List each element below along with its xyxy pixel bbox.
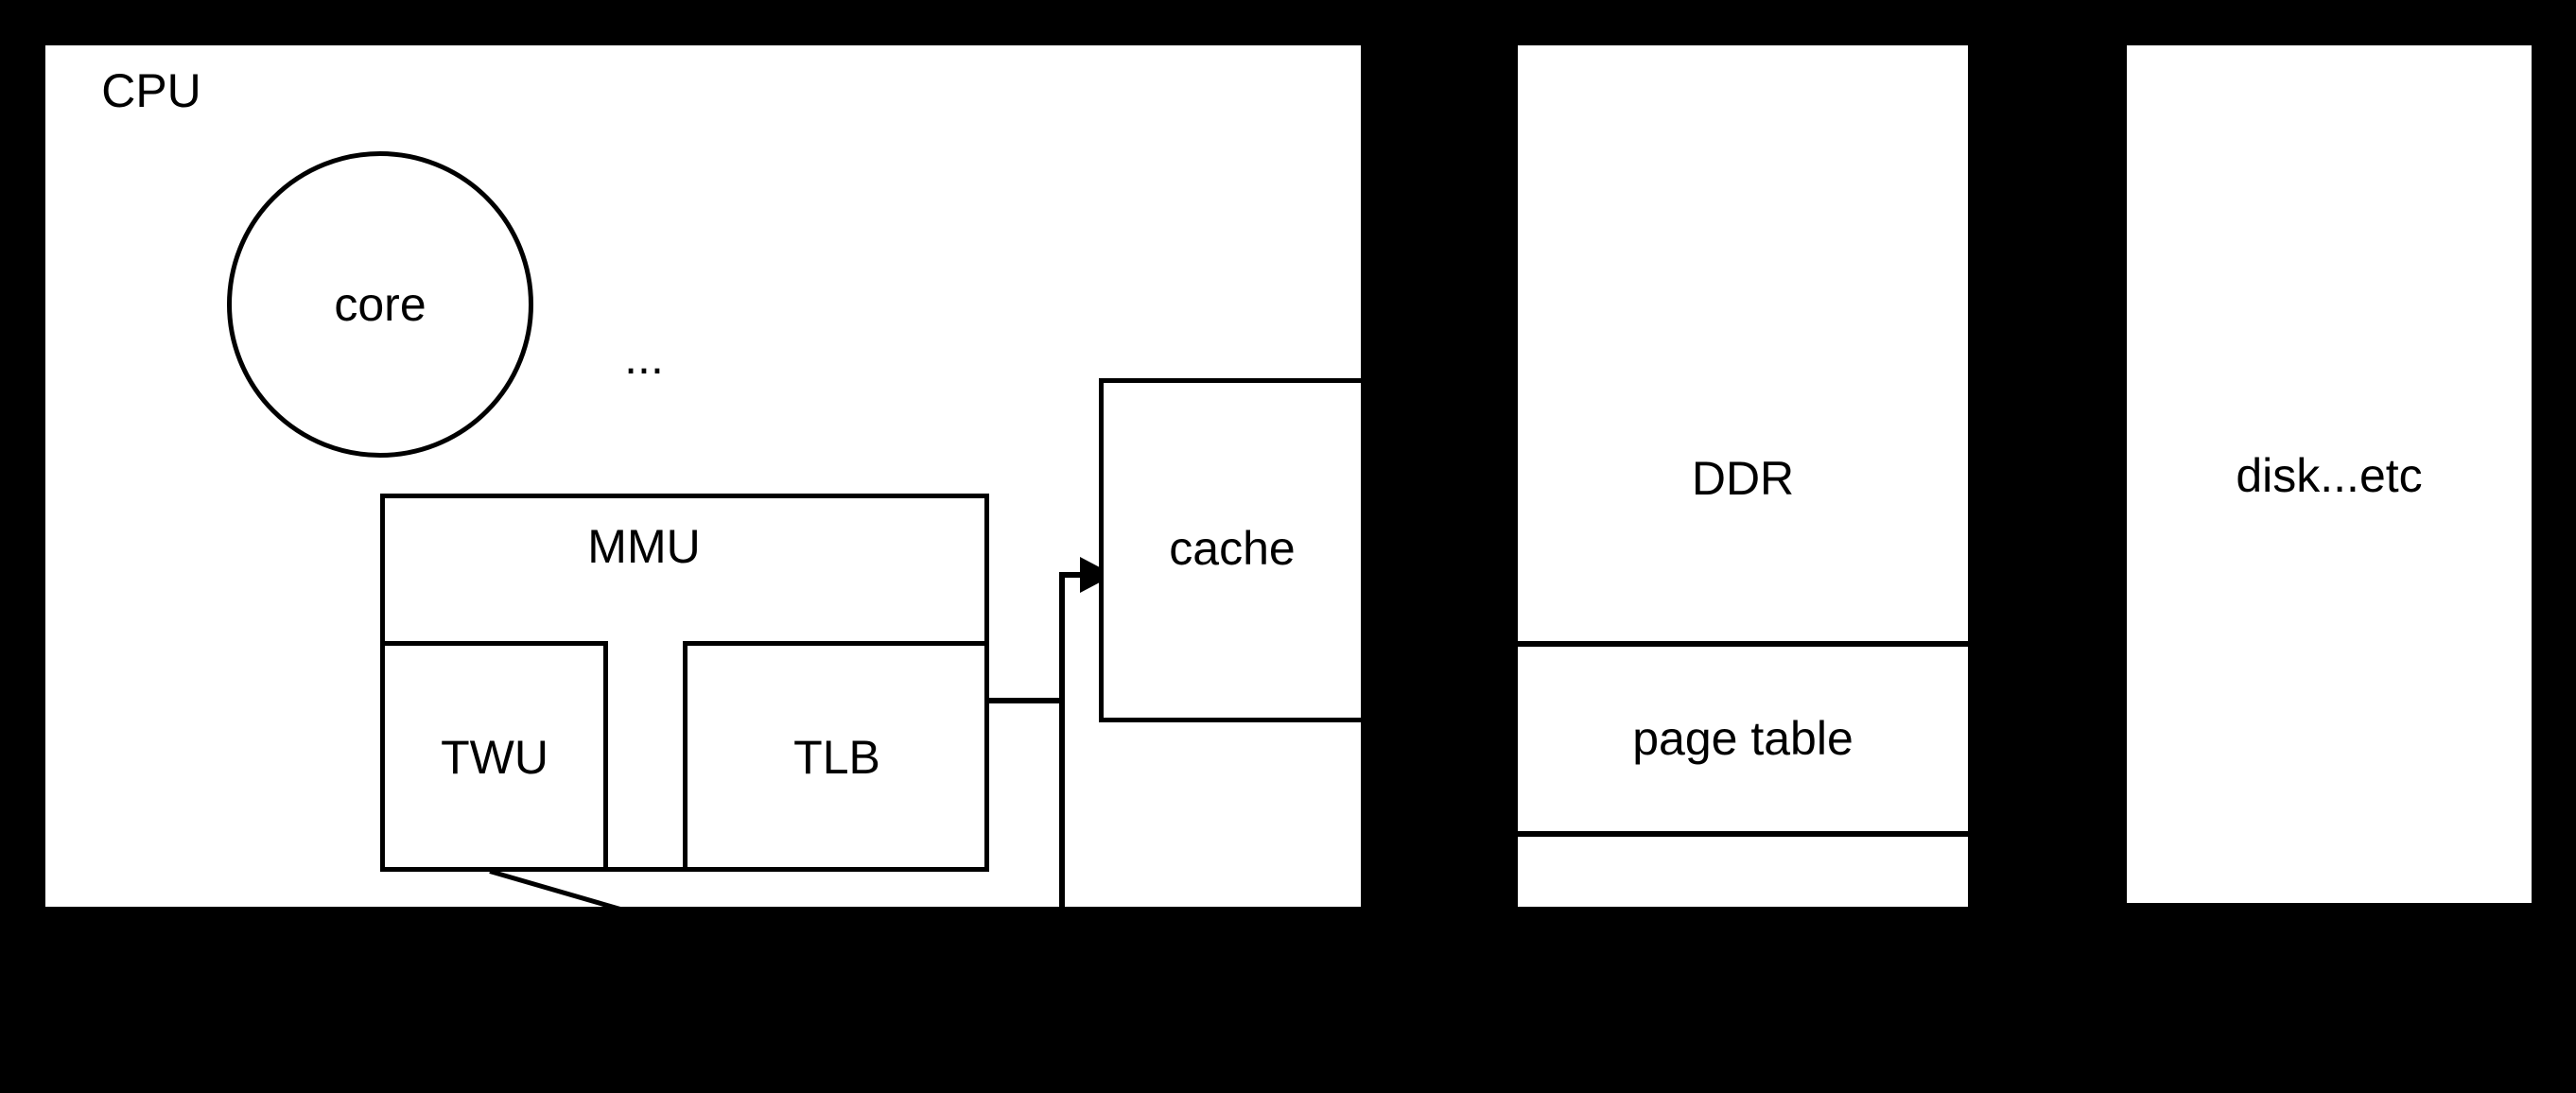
ddr-box (1513, 41, 1973, 911)
core-label: core (334, 278, 426, 331)
cache-box (1099, 378, 1366, 722)
disk-label: disk...etc (2236, 449, 2423, 502)
tlb-to-cache-connector-horizontal (989, 698, 1065, 703)
ddr-label: DDR (1691, 452, 1795, 505)
twu-label: TWU (441, 731, 548, 784)
twu-box (380, 641, 608, 872)
mmu-label: MMU (587, 520, 701, 573)
cache-connector-vertical-line (1059, 572, 1065, 908)
cache-arrow-shaft (1059, 572, 1084, 578)
tlb-label: TLB (793, 731, 880, 784)
core-circle (227, 151, 533, 458)
tlb-box (683, 641, 989, 872)
cache-label: cache (1169, 522, 1296, 575)
page-table-label: page table (1632, 712, 1854, 765)
more-cores-ellipsis: ... (624, 331, 664, 384)
cpu-label: CPU (101, 64, 201, 117)
page-table-top-divider (1513, 641, 1973, 647)
disk-box (2122, 41, 2536, 908)
page-table-bottom-divider (1513, 831, 1973, 837)
